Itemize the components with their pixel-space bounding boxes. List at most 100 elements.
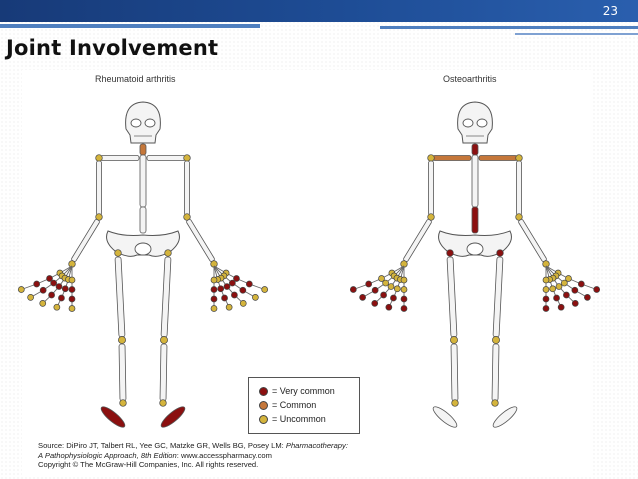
uncommon-dot-icon: [259, 414, 268, 424]
finger-joint-dot: [561, 279, 568, 287]
eye-socket: [130, 118, 142, 128]
hip-joint-dot: [114, 249, 122, 257]
finger-joint-dot: [231, 291, 238, 299]
shin-bone: [159, 343, 168, 402]
hip-joint-dot: [496, 249, 504, 257]
finger-joint-dot: [33, 280, 41, 288]
knee-joint-dot: [492, 336, 500, 344]
ankle-joint-dot: [451, 399, 459, 407]
finger-joint-dot: [565, 275, 572, 282]
legend-label: = Very common: [272, 386, 335, 396]
finger-joint-dot: [542, 276, 550, 284]
finger-joint-dot: [53, 303, 61, 311]
finger-joint-dot: [557, 303, 565, 311]
shoulder-joint-dot: [427, 154, 435, 162]
legend: = Very common = Common = Uncommon: [248, 377, 360, 434]
upper-arm-bone: [184, 160, 190, 216]
eye-socket: [462, 118, 474, 128]
finger-joint-dot: [46, 275, 53, 282]
finger-joint-dot: [48, 291, 55, 299]
finger-joint-dot: [390, 294, 397, 302]
neck-bone: [471, 143, 479, 156]
finger-joint-dot: [210, 276, 218, 284]
finger-joint-dot: [542, 305, 550, 312]
finger-joint-dot: [239, 286, 247, 294]
slide-number: 23: [602, 4, 618, 18]
forearm-bone: [186, 219, 215, 262]
finger-joint-dot: [252, 294, 259, 301]
femur-bone: [114, 256, 126, 338]
forearm-bone: [403, 219, 432, 262]
neck-bone: [139, 143, 147, 156]
pelvic-opening: [466, 242, 484, 256]
finger-joint-dot: [371, 286, 379, 294]
source-citation: Source: DiPiro JT, Talbert RL, Yee GC, M…: [38, 441, 508, 470]
finger-joint-dot: [39, 286, 47, 294]
finger-joint-dot: [387, 283, 395, 290]
spine-upper-bone: [139, 154, 147, 208]
knee-joint-dot: [160, 336, 168, 344]
finger-joint-dot: [58, 294, 65, 302]
finger-joint-dot: [393, 285, 401, 293]
foot-bone: [100, 406, 126, 428]
legend-label: = Common: [272, 400, 317, 410]
shin-bone: [491, 343, 500, 402]
shin-bone: [450, 343, 459, 402]
finger-joint-dot: [245, 280, 253, 288]
finger-joint-dot: [229, 279, 236, 287]
finger-joint-dot: [400, 286, 408, 293]
finger-joint-dot: [68, 286, 76, 293]
spine-lower-bone: [471, 206, 479, 234]
source-book-subtitle: A Pathophysiologic Approach, 8th Edition: [38, 450, 177, 460]
finger-joint-dot: [233, 275, 240, 282]
foot-bone: [160, 406, 186, 428]
finger-joint-dot: [223, 283, 231, 290]
finger-joint-dot: [563, 291, 570, 299]
source-book-title: Pharmacotherapy:: [285, 441, 348, 450]
finger-joint-dot: [385, 303, 393, 311]
legend-item-uncommon: = Uncommon: [259, 413, 326, 425]
upper-arm-bone: [428, 160, 434, 216]
common-dot-icon: [259, 400, 268, 410]
finger-joint-dot: [17, 286, 25, 293]
finger-joint-dot: [380, 291, 387, 299]
foot-bone: [432, 406, 458, 428]
legend-item-common: = Common: [259, 399, 316, 411]
femur-bone: [160, 256, 172, 338]
clavicle-bone: [146, 155, 186, 161]
forearm-bone: [71, 219, 100, 262]
ankle-joint-dot: [159, 399, 167, 407]
finger-joint-dot: [378, 275, 385, 282]
finger-joint-dot: [549, 285, 557, 293]
legend-item-very-common: = Very common: [259, 385, 335, 397]
finger-joint-dot: [382, 279, 389, 287]
eye-socket: [476, 118, 488, 128]
clavicle-bone: [432, 155, 472, 161]
upper-arm-bone: [96, 160, 102, 216]
slide-title: Joint Involvement: [6, 36, 219, 60]
finger-joint-dot: [400, 276, 408, 284]
shoulder-joint-dot: [183, 154, 191, 162]
copyright-text: Copyright © The McGraw-Hill Companies, I…: [38, 460, 259, 470]
femur-bone: [492, 256, 504, 338]
shoulder-joint-dot: [95, 154, 103, 162]
finger-joint-dot: [571, 286, 579, 294]
finger-joint-dot: [210, 305, 218, 312]
very-common-dot-icon: [259, 386, 268, 396]
finger-joint-dot: [50, 279, 57, 287]
header-accent-line: [380, 26, 638, 29]
finger-joint-dot: [68, 305, 76, 312]
finger-joint-dot: [553, 294, 560, 302]
finger-joint-dot: [261, 286, 269, 293]
finger-joint-dot: [68, 276, 76, 284]
finger-joint-dot: [359, 294, 366, 301]
finger-joint-dot: [68, 295, 76, 303]
finger-joint-dot: [210, 295, 218, 303]
pelvic-opening: [134, 242, 152, 256]
finger-joint-dot: [221, 294, 228, 302]
finger-joint-dot: [39, 300, 47, 307]
finger-joint-dot: [61, 285, 69, 293]
finger-joint-dot: [542, 295, 550, 303]
finger-joint-dot: [55, 283, 63, 290]
finger-joint-dot: [593, 286, 601, 293]
